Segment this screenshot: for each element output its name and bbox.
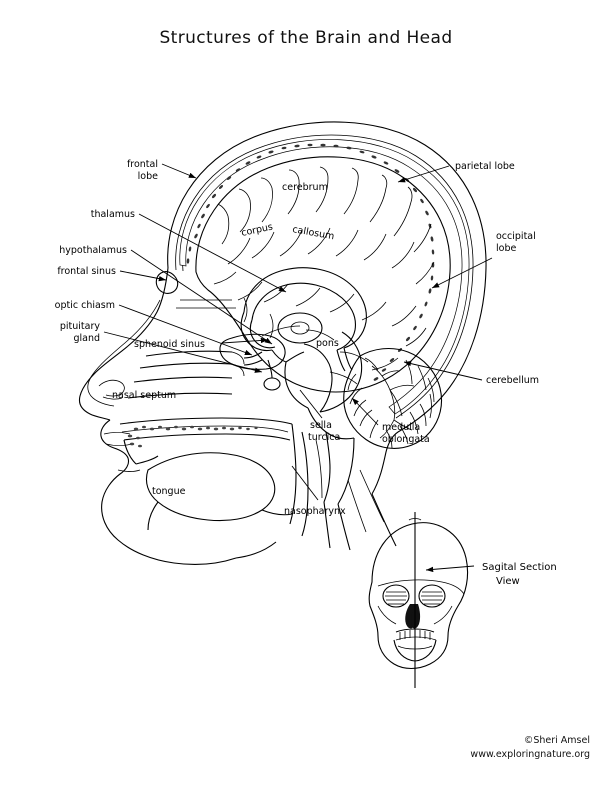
label-occipital-lobe-line2: lobe	[496, 243, 516, 254]
inset-caption-line2: View	[496, 576, 520, 587]
label-parietal-lobe: parietal lobe	[455, 161, 515, 172]
cerebrum-structure	[195, 156, 451, 505]
label-sella-turcica-line1: sella	[310, 420, 332, 431]
label-nasopharynx: nasopharynx	[284, 506, 346, 517]
inset-caption: Sagital Section View	[482, 562, 557, 587]
label-frontal-sinus: frontal sinus	[57, 266, 116, 277]
label-sella-turcica-line2: turcica	[308, 432, 340, 443]
label-frontal-lobe-line1: frontal	[127, 159, 158, 170]
inset-caption-line1: Sagital Section	[482, 562, 557, 573]
label-hypothalamus: hypothalamus	[59, 245, 127, 256]
page-title: Structures of the Brain and Head	[159, 28, 453, 48]
label-cerebrum: cerebrum	[282, 182, 328, 193]
label-frontal-lobe-line2: lobe	[138, 171, 158, 182]
label-callosum: callosum	[291, 224, 335, 242]
label-thalamus: thalamus	[91, 209, 135, 220]
label-optic-chiasm: optic chiasm	[55, 300, 115, 311]
skull-inset	[368, 512, 469, 688]
label-nasal-septum: nasal septum	[112, 390, 176, 401]
label-occipital-lobe-line1: occipital	[496, 231, 536, 242]
anatomy-labels: frontal lobe thalamus hypothalamus front…	[55, 159, 539, 517]
label-tongue: tongue	[152, 486, 186, 497]
nasal-oral-cavity	[119, 271, 397, 559]
label-leader-lines	[103, 163, 493, 573]
label-pons: pons	[316, 338, 339, 349]
label-pituitary-gland-line2: gland	[73, 333, 100, 344]
label-corpus: corpus	[240, 222, 274, 239]
website-text: www.exploringnature.org	[470, 749, 590, 760]
label-cerebellum: cerebellum	[486, 375, 539, 386]
copyright-text: ©Sheri Amsel	[523, 735, 590, 746]
diploe-texture	[179, 139, 470, 415]
label-pituitary-gland-line1: pituitary	[60, 321, 101, 332]
footer: ©Sheri Amsel www.exploringnature.org	[470, 734, 590, 762]
label-medulla-oblongata-line1: medulla	[382, 422, 420, 433]
label-sphenoid-sinus: sphenoid sinus	[134, 339, 205, 350]
label-medulla-oblongata-line2: oblongata	[382, 434, 430, 445]
